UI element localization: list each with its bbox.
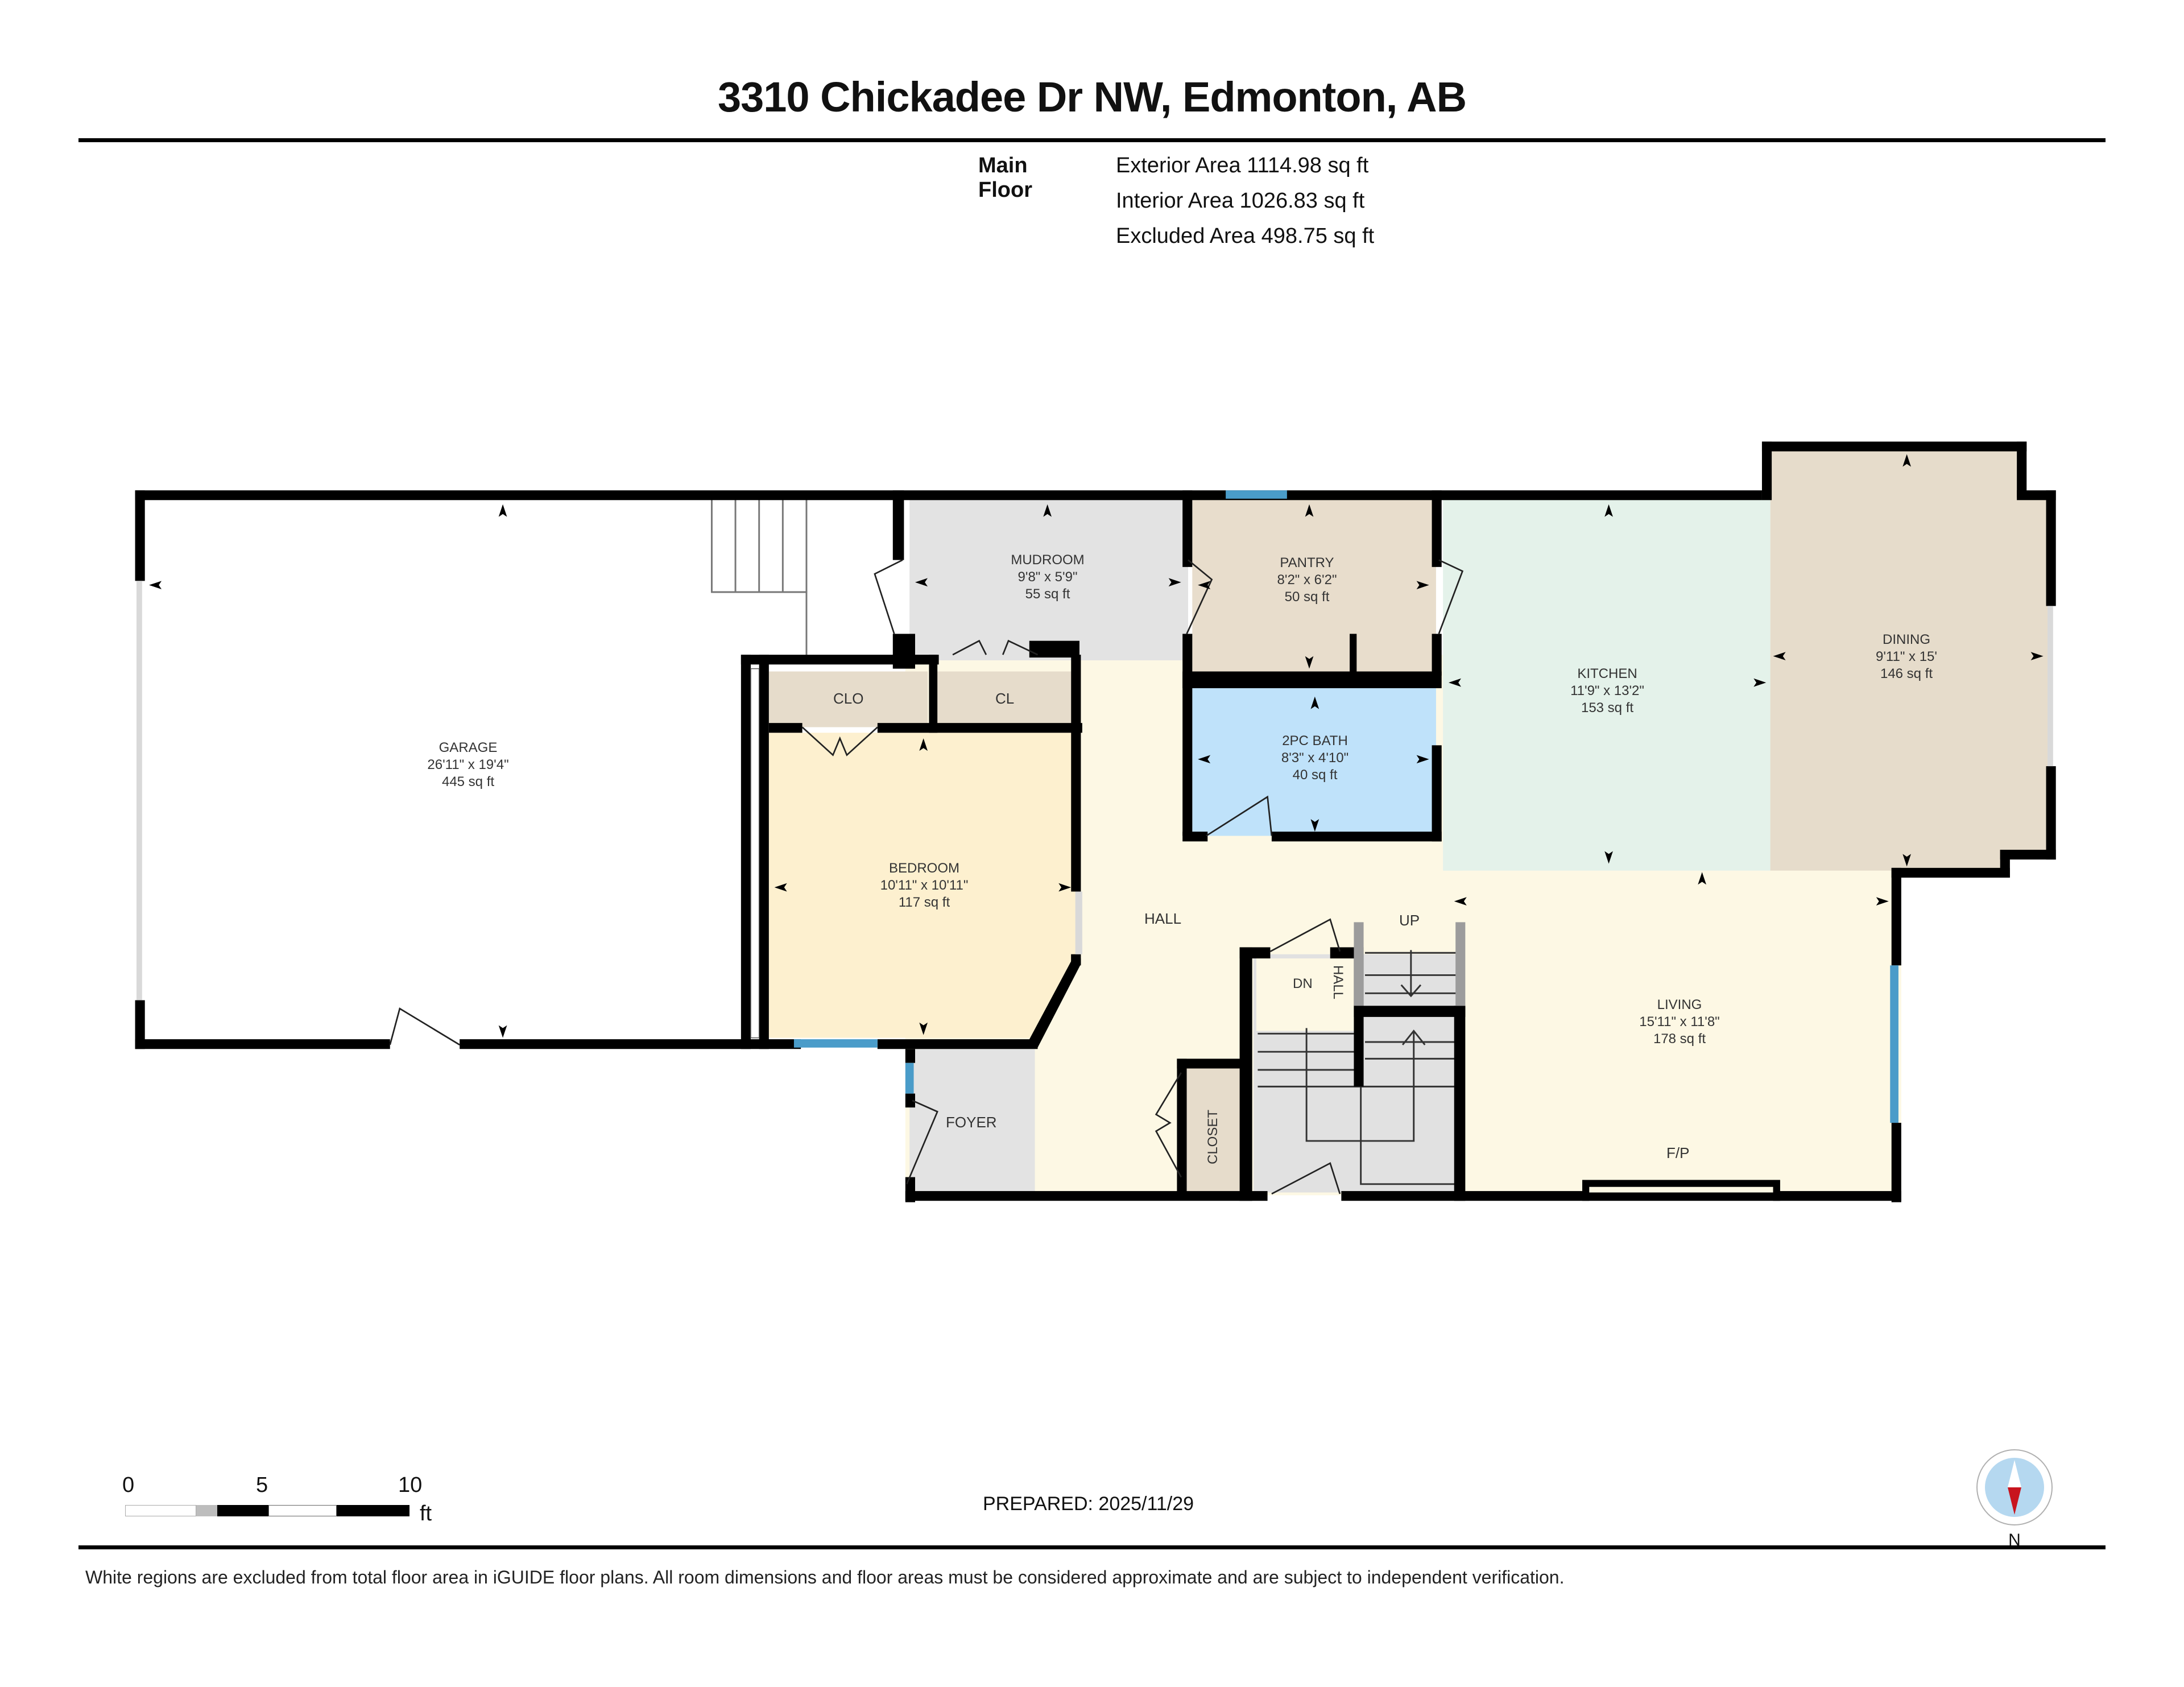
room-kitchen: KITCHEN 11'9" x 13'2" 153 sq ft <box>1550 665 1664 717</box>
closet-floor <box>1184 1062 1240 1193</box>
scale-segment <box>268 1505 337 1516</box>
label-fireplace: F/P <box>1666 1144 1690 1161</box>
scale-unit: ft <box>420 1502 432 1525</box>
scale-segment <box>337 1505 410 1516</box>
label-foyer: FOYER <box>946 1114 997 1131</box>
dining-floor <box>1770 448 2049 871</box>
room-area: 153 sq ft <box>1581 700 1634 716</box>
label-closet: CLOSET <box>1205 1109 1221 1165</box>
room-name: PANTRY <box>1280 555 1334 570</box>
label-hall: HALL <box>1144 910 1182 927</box>
room-name: 2PC BATH <box>1282 733 1348 749</box>
stair-railings <box>1354 922 1466 1006</box>
scale-segment <box>217 1505 268 1516</box>
windows <box>793 490 1898 1123</box>
room-dims: 11'9" x 13'2" <box>1570 683 1644 698</box>
scale-tick-0: 0 <box>122 1473 135 1497</box>
mudroom-floor <box>909 497 1188 660</box>
glass-doors <box>136 581 2053 1039</box>
room-name: KITCHEN <box>1577 666 1637 681</box>
room-dims: 8'3" x 4'10" <box>1281 750 1349 766</box>
doors <box>389 559 1464 1195</box>
label-cl: CL <box>995 690 1015 707</box>
room-dims: 15'11" x 11'8" <box>1639 1014 1720 1029</box>
living-floor <box>1462 870 1895 1194</box>
scale-segment <box>196 1505 217 1516</box>
scale-bar: 0 5 10 ft <box>119 1473 461 1536</box>
room-dims: 10'11" x 10'11" <box>880 878 969 893</box>
label-small-hall: HALL <box>1330 965 1346 1000</box>
room-name: GARAGE <box>439 740 498 755</box>
compass-icon: N <box>1976 1449 2053 1549</box>
floor-label: Main Floor <box>978 154 1032 202</box>
small-hall-floor <box>1256 958 1357 1031</box>
label-dn: DN <box>1293 976 1313 991</box>
label-clo: CLO <box>833 690 864 707</box>
room-name: BEDROOM <box>888 861 959 876</box>
room-name: MUDROOM <box>1011 552 1085 568</box>
room-pantry: PANTRY 8'2" x 6'2" 50 sq ft <box>1250 555 1364 606</box>
excluded-area: Excluded Area 498.75 sq ft <box>1116 224 1375 248</box>
room-area: 445 sq ft <box>441 774 495 789</box>
room-dims: 26'11" x 19'4" <box>427 757 509 772</box>
foyer-floor <box>909 1049 1035 1193</box>
bottom-divider <box>78 1545 2106 1549</box>
room-living: LIVING 15'11" x 11'8" 178 sq ft <box>1623 997 1736 1048</box>
room-area: 40 sq ft <box>1292 767 1338 783</box>
kitchen-floor <box>1443 497 1771 871</box>
prepared-date: PREPARED: 2025/11/29 <box>983 1493 1194 1515</box>
label-up: UP <box>1399 912 1420 929</box>
scale-tick-5: 5 <box>256 1473 268 1497</box>
scale-tick-10: 10 <box>398 1473 423 1497</box>
room-mudroom: MUDROOM 9'8" x 5'9" 55 sq ft <box>991 552 1105 603</box>
room-dining: DINING 9'11" x 15' 146 sq ft <box>1850 631 1963 683</box>
bedroom-floor <box>768 733 1076 1038</box>
garage-floor <box>140 495 751 1043</box>
room-bath: 2PC BATH 8'3" x 4'10" 40 sq ft <box>1258 733 1372 784</box>
room-dims: 9'11" x 15' <box>1876 649 1937 664</box>
room-area: 178 sq ft <box>1653 1031 1706 1047</box>
walls <box>135 441 2056 1202</box>
room-garage: GARAGE 26'11" x 19'4" 445 sq ft <box>411 739 525 791</box>
disclaimer: White regions are excluded from total fl… <box>85 1567 1565 1587</box>
room-area: 146 sq ft <box>1880 666 1933 681</box>
scale-segment <box>125 1505 196 1516</box>
measurement-arrows <box>149 454 2044 1038</box>
bath-floor <box>1192 683 1436 836</box>
room-bedroom: BEDROOM 10'11" x 10'11" 117 sq ft <box>867 860 981 911</box>
room-name: LIVING <box>1657 997 1702 1012</box>
cl-floor <box>936 671 1076 727</box>
clo-floor <box>768 671 928 727</box>
room-area: 55 sq ft <box>1025 586 1070 602</box>
room-area: 50 sq ft <box>1284 589 1330 605</box>
compass-north-label: N <box>2008 1531 2021 1549</box>
room-dims: 9'8" x 5'9" <box>1017 569 1078 585</box>
room-area: 117 sq ft <box>898 895 950 910</box>
exterior-area: Exterior Area 1114.98 sq ft <box>1116 154 1369 177</box>
room-dims: 8'2" x 6'2" <box>1277 572 1337 588</box>
pantry-floor <box>1192 497 1436 676</box>
page-title: 3310 Chickadee Dr NW, Edmonton, AB <box>717 73 1467 121</box>
garage-steps <box>710 498 808 655</box>
room-name: DINING <box>1883 632 1930 647</box>
interior-area: Interior Area 1026.83 sq ft <box>1116 189 1365 213</box>
top-divider <box>78 138 2106 142</box>
fireplace <box>1589 1186 1773 1193</box>
